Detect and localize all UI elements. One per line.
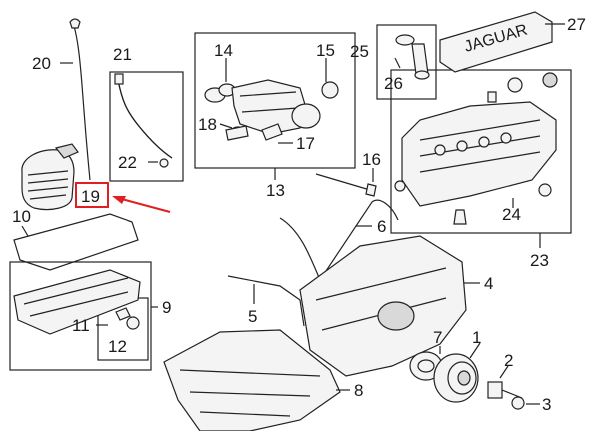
dipstick-tube (114, 73, 173, 168)
callout-7[interactable]: 7 (433, 328, 442, 347)
callout-14[interactable]: 14 (214, 41, 233, 60)
oil-pan (13, 269, 141, 335)
box-group-23 (390, 69, 572, 234)
callout-5[interactable]: 5 (248, 307, 257, 326)
callout-18[interactable]: 18 (198, 115, 217, 134)
dipstick (69, 18, 91, 181)
callout-16[interactable]: 16 (362, 150, 381, 169)
oil-pan-gasket (13, 213, 139, 271)
callout-24[interactable]: 24 (502, 205, 521, 224)
lower-block (163, 329, 341, 431)
callout-26[interactable]: 26 (384, 74, 403, 93)
callout-1[interactable]: 1 (472, 328, 481, 347)
highlight-box-19 (75, 182, 109, 208)
callout-13[interactable]: 13 (266, 181, 285, 200)
highlight-arrow-19 (112, 196, 171, 213)
oil-filler-cap (395, 34, 430, 80)
callout-23[interactable]: 23 (530, 251, 549, 270)
callout-10[interactable]: 10 (12, 207, 31, 226)
valve-cover (394, 72, 558, 225)
callout-3[interactable]: 3 (542, 395, 551, 414)
callout-25[interactable]: 25 (350, 42, 369, 61)
callout-21[interactable]: 21 (113, 45, 132, 64)
callout-27[interactable]: 27 (567, 15, 586, 34)
box-group-25 (376, 24, 437, 100)
crank-pulley (433, 353, 479, 403)
engine-cover: JAGUAR (439, 11, 553, 73)
callout-2[interactable]: 2 (504, 351, 513, 370)
box-group-9 (9, 261, 152, 371)
lower-gasket (227, 275, 305, 327)
callout-6[interactable]: 6 (377, 217, 386, 236)
callout-4[interactable]: 4 (484, 274, 493, 293)
pulley-bolt (487, 381, 525, 410)
bolt-long (315, 173, 377, 197)
drain-plug (115, 307, 140, 330)
callout-17[interactable]: 17 (296, 134, 315, 153)
callout-8[interactable]: 8 (354, 381, 363, 400)
oil-filter (21, 143, 79, 211)
callout-19[interactable]: 19 (81, 187, 100, 206)
oil-filter-housing (204, 79, 339, 141)
callout-15[interactable]: 15 (316, 41, 335, 60)
callout-22[interactable]: 22 (118, 153, 137, 172)
callout-12[interactable]: 12 (108, 337, 127, 356)
callout-11[interactable]: 11 (72, 316, 90, 335)
timing-cover (299, 235, 467, 377)
box-group-21 (109, 71, 184, 182)
callout-20[interactable]: 20 (32, 54, 51, 73)
callout-9[interactable]: 9 (162, 298, 171, 317)
